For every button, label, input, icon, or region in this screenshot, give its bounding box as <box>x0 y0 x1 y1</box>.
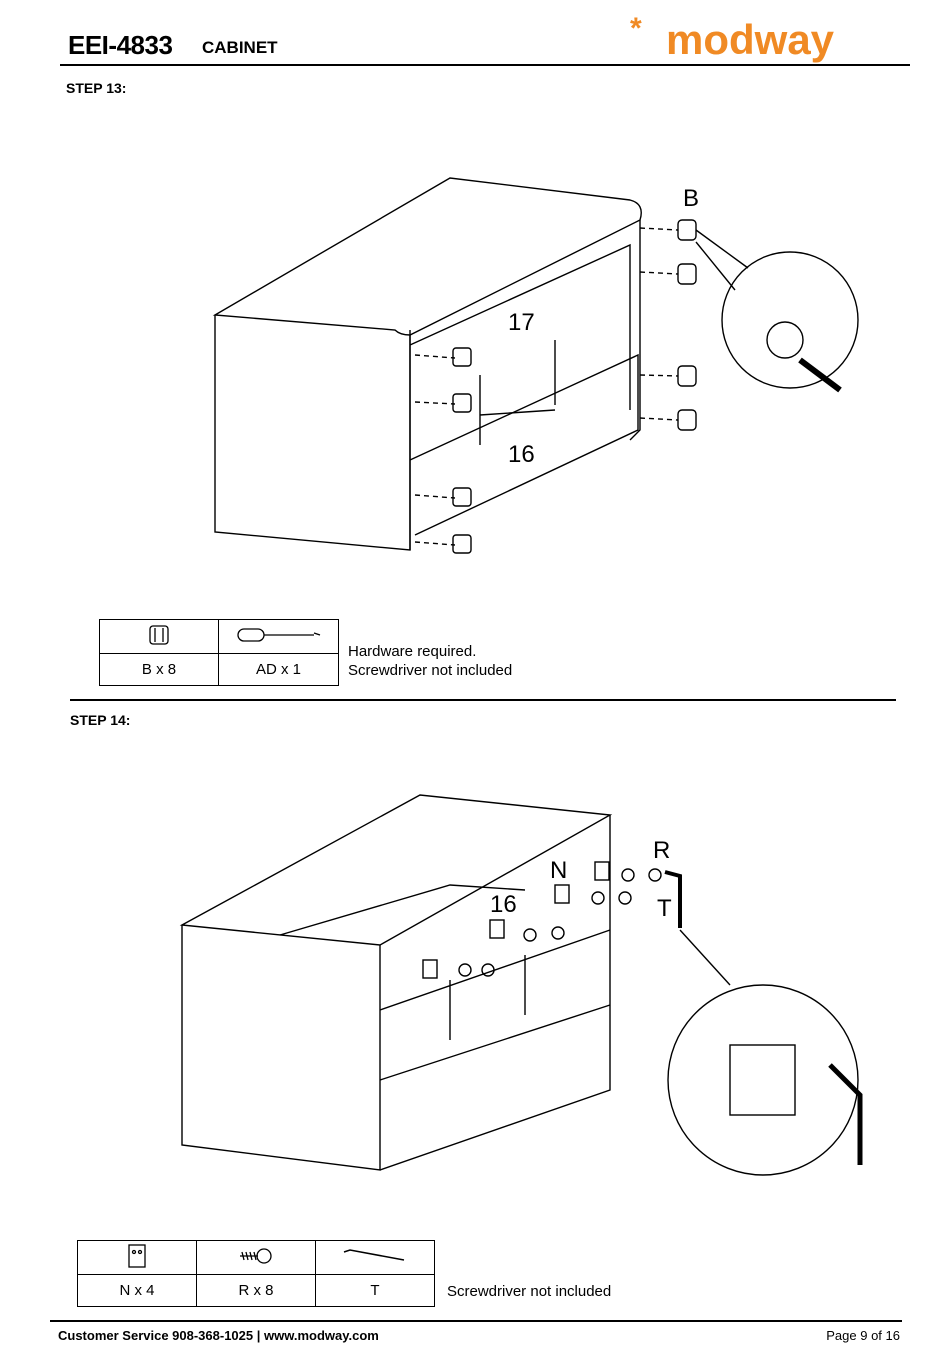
step13-hardware-table: B x 8 AD x 1 <box>99 619 339 686</box>
cabinet-top-panel <box>182 795 610 945</box>
label-part-n: N <box>550 857 567 884</box>
logo-asterisk-icon: * <box>630 12 642 45</box>
screwdriver-icon <box>219 620 339 654</box>
cabinet-back-panel <box>280 885 525 935</box>
cam-lock-icon <box>100 620 219 654</box>
cam-lock-detail-icon <box>767 322 803 358</box>
note-screwdriver: Screwdriver not included <box>348 661 512 680</box>
hw-t-count: T <box>316 1275 435 1307</box>
detail-zoom-circle <box>722 252 858 388</box>
page-number: Page 9 of 16 <box>826 1328 900 1343</box>
step-divider <box>70 699 896 701</box>
cabinet-shelves <box>380 930 610 1080</box>
panel-17 <box>410 245 630 550</box>
hw-ad-count: AD x 1 <box>219 654 339 686</box>
detail-pointer-line <box>680 930 730 985</box>
cabinet-front-edge <box>380 815 610 1170</box>
brand-logo: * modway <box>630 10 880 70</box>
step13-diagram: B 17 16 <box>200 170 900 570</box>
hw-n-count: N x 4 <box>78 1275 197 1307</box>
hw-r-count: R x 8 <box>197 1275 316 1307</box>
step14-diagram: N R T 16 <box>170 790 900 1180</box>
step13-title: STEP 13: <box>66 80 126 96</box>
screw-icon <box>197 1241 316 1275</box>
header-divider <box>60 64 910 66</box>
cabinet-side-panel <box>182 925 380 1170</box>
detail-zoom-circle <box>668 985 858 1175</box>
bracket-detail-icon <box>730 1045 795 1115</box>
detail-pointer-line <box>696 230 748 268</box>
note-hardware-required: Hardware required. <box>348 642 512 661</box>
label-panel-16: 16 <box>508 441 535 468</box>
label-part-b: B <box>683 185 699 212</box>
allen-key-icon <box>316 1241 435 1275</box>
step14-note: Screwdriver not included <box>447 1282 611 1301</box>
label-panel-16: 16 <box>490 891 517 918</box>
label-panel-17: 17 <box>508 309 535 336</box>
step13-note: Hardware required. Screwdriver not inclu… <box>348 642 512 680</box>
label-part-t: T <box>657 895 672 922</box>
cabinet-side-panel <box>215 315 410 550</box>
allen-key-detail-icon <box>830 1065 860 1165</box>
brand-name: modway <box>666 16 835 63</box>
hw-b-count: B x 8 <box>100 654 219 686</box>
footer-divider <box>50 1320 902 1322</box>
step14-title: STEP 14: <box>70 712 130 728</box>
model-number: EEI-4833 <box>68 30 172 61</box>
customer-service-info: Customer Service 908-368-1025 | www.modw… <box>58 1328 379 1343</box>
cabinet-top-panel <box>215 178 641 335</box>
label-part-r: R <box>653 837 670 864</box>
detail-pointer-line <box>696 242 735 290</box>
bracket-icon <box>78 1241 197 1275</box>
product-type: CABINET <box>202 38 278 58</box>
cabinet-dividers <box>480 340 555 445</box>
step14-hardware-table: N x 4 R x 8 T <box>77 1240 435 1307</box>
bracket-icon <box>423 862 609 978</box>
